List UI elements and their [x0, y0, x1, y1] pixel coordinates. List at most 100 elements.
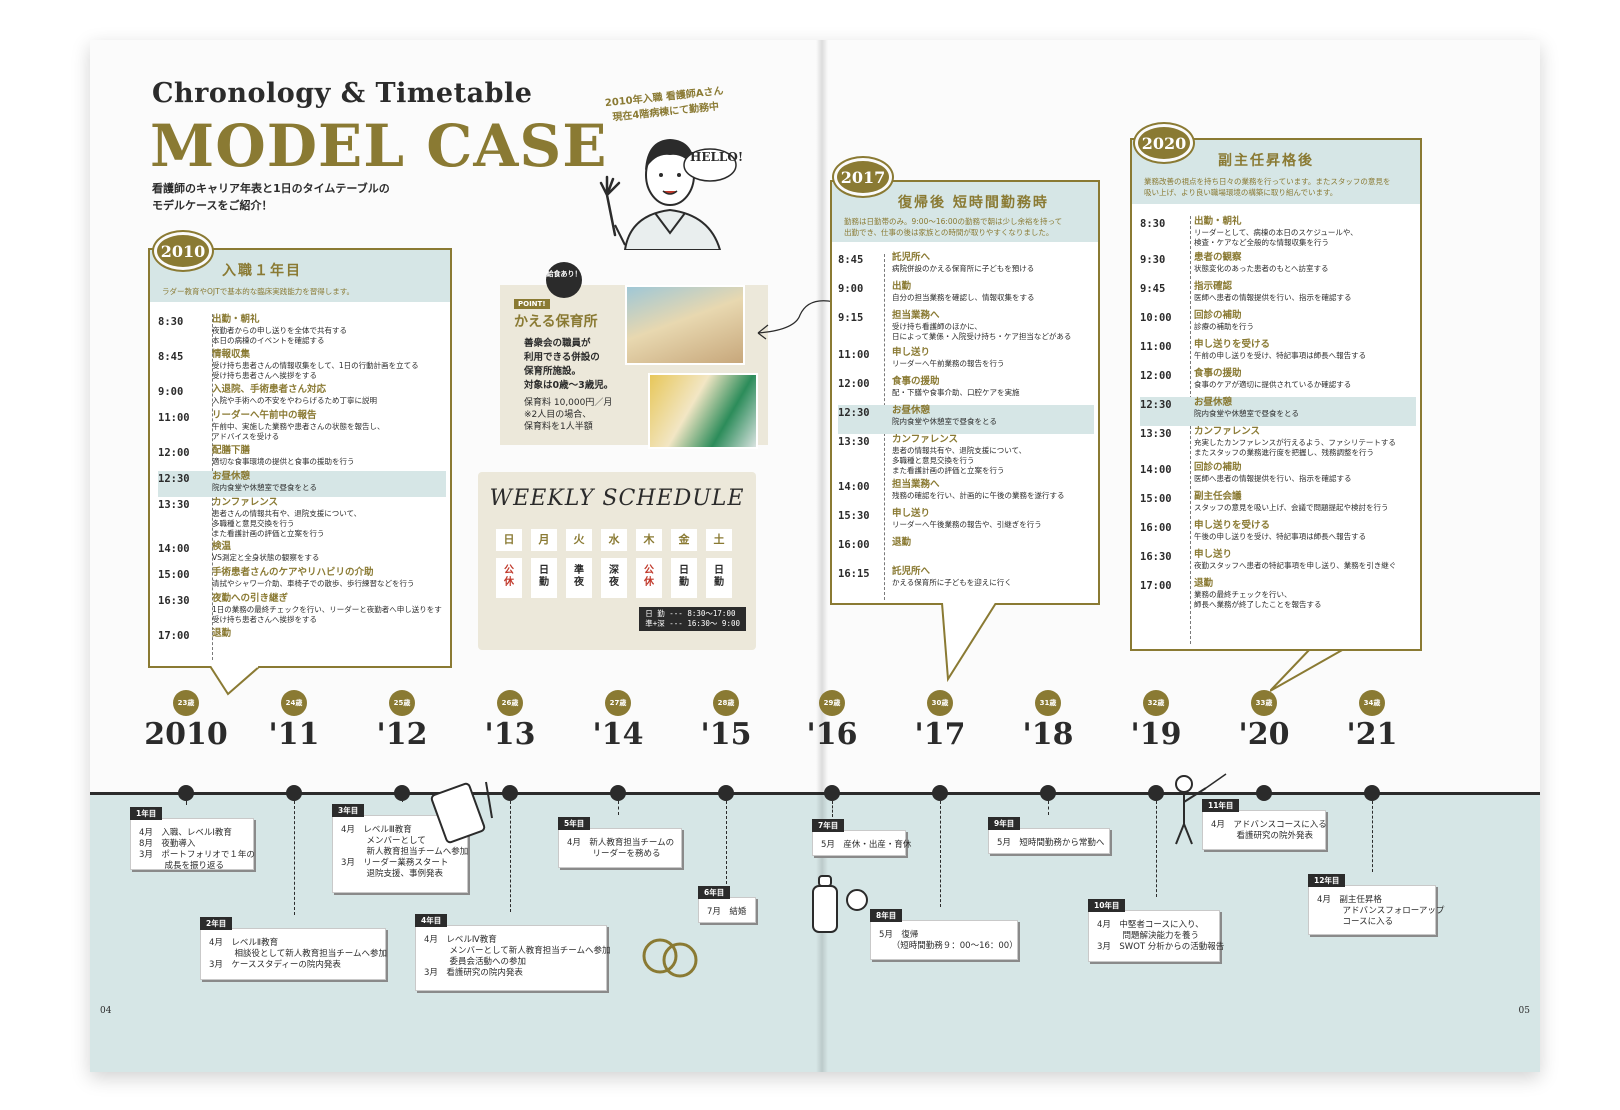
schedule-time: 15:30: [838, 510, 870, 522]
schedule-content: 食事の援助配・下膳や食事介助、口腔ケアを実施: [892, 376, 1090, 398]
nursery-photo-room: [625, 285, 745, 365]
timeline-dot: [610, 785, 626, 801]
baby-bottle-icon: [812, 875, 868, 933]
schedule-detail: 医師へ患者の情報提供を行い、指示を確認する: [1194, 293, 1352, 302]
schedule-detail: 多職種と意見交換を行う: [892, 456, 975, 465]
schedule-content: 回診の補助医師へ患者の情報提供を行い、指示を確認する: [1194, 462, 1412, 484]
clipboard-icon: [430, 781, 493, 844]
schedule-heading: 申し送り: [892, 347, 931, 358]
box-2010-title: 入職１年目: [222, 263, 302, 279]
schedule-detail: 患者さんの情報共有や、退院支援について、: [212, 509, 362, 518]
schedule-time: 12:30: [1140, 399, 1172, 411]
schedule-content: 回診の補助診療の補助を行う: [1194, 310, 1412, 332]
box-2017-tail: [941, 603, 997, 683]
schedule-heading: 担当業務へ: [892, 310, 940, 321]
schedule-time: 10:00: [1140, 312, 1172, 324]
timeline-dot: [502, 785, 518, 801]
event-year-tag: 5年目: [558, 817, 591, 830]
schedule-heading: 申し送りを受ける: [1194, 520, 1271, 531]
timeline-year: '19: [1130, 717, 1182, 752]
timeline-dot: [718, 785, 734, 801]
year-bubble-2010: 2010: [154, 232, 212, 270]
page-gutter: [816, 40, 828, 1072]
timeline-connector: [618, 801, 619, 815]
age-badge: 25歳: [389, 690, 415, 716]
box-2017-subtitle-line: 出勤でき、仕事の後は家族との時間が取りやすくなりました。: [844, 228, 1054, 237]
timeline-dot: [286, 785, 302, 801]
timeline-year: '14: [592, 717, 644, 752]
weekday-label: 月: [531, 529, 557, 551]
schedule-heading: 回診の補助: [1194, 310, 1242, 321]
weekday-label: 火: [566, 529, 592, 551]
event-year-tag: 7年目: [812, 819, 845, 832]
nurse-caption: 2010年入職 看護師Aさん 現在4階病棟にて勤務中: [579, 81, 751, 129]
age-badge: 27歳: [605, 690, 631, 716]
shift-cell: 日勤: [671, 558, 697, 598]
timeline-year: '21: [1346, 717, 1398, 752]
event-year-tag: 8年目: [870, 909, 903, 922]
schedule-detail: 午前中、実施した業務や患者さんの状態を報告し、: [212, 422, 385, 431]
timeline-year: '18: [1022, 717, 1074, 752]
nursery-description: 善衆会の職員が 利用できる併設の 保育所施設。 対象は0歳〜3歳児。: [524, 337, 613, 393]
schedule-detail: 1日の業務の最終チェックを行い、リーダーと夜勤者へ申し送りをする: [212, 605, 442, 614]
age-badge: 30歳: [927, 690, 953, 716]
schedule-content: 申し送り夜勤スタッフへ患者の特記事項を申し送り、業務を引き継ぐ: [1194, 549, 1412, 571]
timeline-dot: [178, 785, 194, 801]
intro-line: 看護師のキャリア年表と1日のタイムテーブルの: [152, 182, 390, 195]
schedule-time: 15:00: [1140, 493, 1172, 505]
schedule-detail: 受け持ち患者さんへ挨拶をする: [212, 615, 317, 624]
timeline-connector: [1372, 801, 1373, 872]
event-year-tag: 12年目: [1308, 874, 1346, 887]
event-text: 4月 レベルⅢ教育 メンバーとして 新人教育担当チームへ参加 3月 リーダー業務…: [341, 825, 469, 879]
schedule-heading: 担当業務へ: [892, 479, 940, 490]
schedule-content: 退勤業務の最終チェックを行い、師長へ業務が終了したことを報告する: [1194, 578, 1412, 610]
brochure-spread: Chronology & Timetable MODEL CASE 看護師のキャ…: [90, 40, 1540, 1072]
box-2017-subtitle: 勤務は日勤帯のみ。9:00〜16:00の勤務で朝は少し余裕を持って 出勤でき、仕…: [844, 216, 1062, 238]
timeline-connector: [294, 801, 295, 915]
age-badge: 34歳: [1359, 690, 1385, 716]
age-badge: 28歳: [713, 690, 739, 716]
schedule-content: 配膳下膳適切な食事環境の提供と食事の援助を行う: [212, 445, 442, 467]
timeline-dot: [1148, 785, 1164, 801]
schedule-detail: 病院併設のかえる保育所に子どもを預ける: [892, 264, 1035, 273]
timeline-connector: [402, 801, 403, 802]
schedule-content: お昼休憩院内食堂や休憩室で昼食をとる: [212, 471, 442, 493]
age-badge: 23歳: [173, 690, 199, 716]
schedule-time: 13:30: [838, 436, 870, 448]
schedule-detail: また看護計画の評価と立案を行う: [212, 529, 325, 538]
nursery-photo-bathroom: [648, 373, 758, 449]
schedule-time: 15:00: [158, 569, 190, 581]
schedule-detail: また看護計画の評価と立案を行う: [892, 466, 1005, 475]
event-year-tag: 10年目: [1088, 899, 1126, 912]
schedule-heading: 申し送りを受ける: [1194, 339, 1271, 350]
schedule-time: 9:00: [838, 283, 864, 295]
nursery-fee-line: 保育料 10,000円／月: [524, 398, 613, 408]
timeline-dot: [394, 785, 410, 801]
event-text: 5月 短時間勤務から常勤へ: [997, 838, 1105, 848]
schedule-content: 食事の援助食事のケアが適切に提供されているか確認する: [1194, 368, 1412, 390]
schedule-box-2020: 副主任昇格後 業務改善の視点を持ち日々の業務を行っています。またスタッフの意見を…: [1130, 138, 1422, 651]
schedule-detail: 診療の補助を行う: [1194, 322, 1254, 331]
nursery-desc-line: 善衆会の職員が: [524, 338, 591, 349]
schedule-time: 12:00: [158, 447, 190, 459]
schedule-time: 9:30: [1140, 254, 1166, 266]
weekly-legend-line: 日 勤 --- 8:30〜17:00: [645, 609, 736, 618]
schedule-heading: 夜勤への引き継ぎ: [212, 593, 289, 604]
schedule-detail: リーダーへ午後業務の報告や、引継ぎを行う: [892, 520, 1042, 529]
schedule-row: 10:00 回診の補助診療の補助を行う: [1140, 310, 1416, 339]
timeline-connector: [832, 801, 833, 817]
schedule-content: 退勤: [892, 537, 1090, 549]
